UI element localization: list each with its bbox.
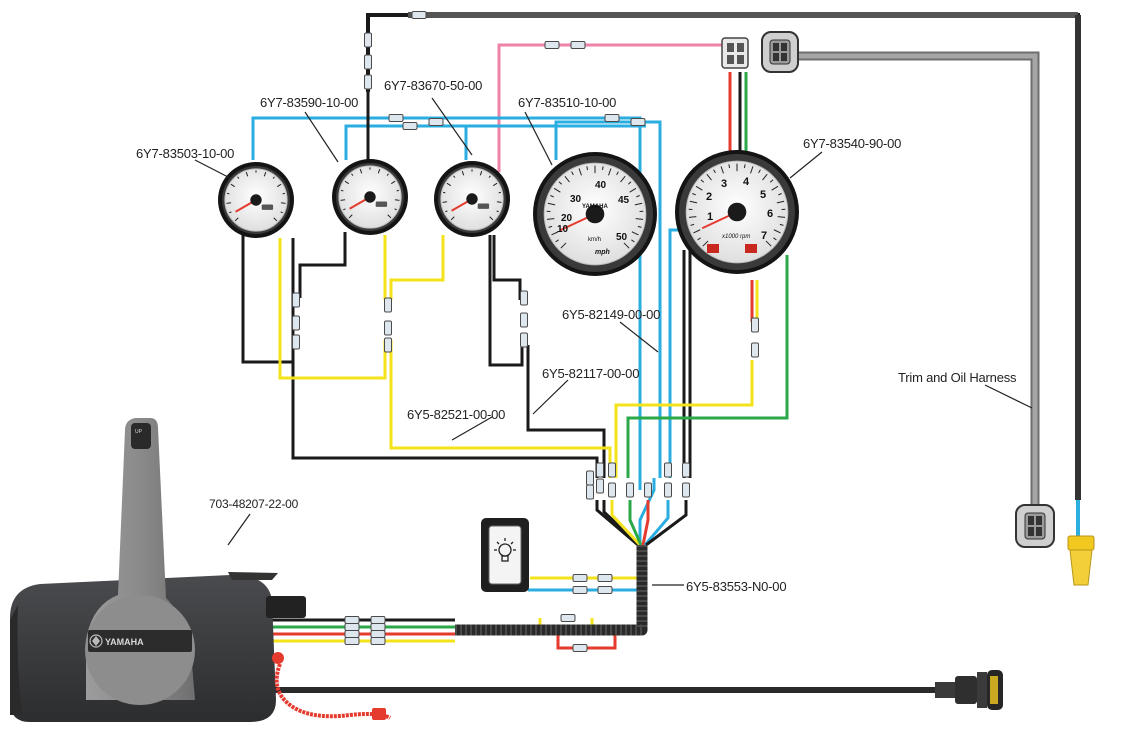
- inline-connector: [365, 33, 372, 47]
- inline-connector: [412, 12, 426, 19]
- speedo-brand: YAMAHA: [582, 204, 608, 210]
- label-oil-gauge: 6Y7-83590-10-00: [260, 95, 358, 110]
- inline-connector: [752, 318, 759, 332]
- speedo-unit-mph: mph: [595, 249, 610, 256]
- inline-connector: [597, 463, 604, 477]
- inline-connector: [293, 335, 300, 349]
- inline-connector: [371, 617, 385, 624]
- speedo-unit-kmh: km/h: [588, 237, 601, 243]
- inline-connector: [571, 42, 585, 49]
- four-pin-connector-top: [722, 38, 748, 68]
- tach-tick: 5: [760, 189, 766, 201]
- label-fuel-gauge: 6Y7-83503-10-00: [136, 146, 234, 161]
- label-harness-82521: 6Y5-82521-00-00: [407, 407, 505, 422]
- tach-unit: x1000 rpm: [721, 234, 750, 240]
- remote-wires: [270, 620, 455, 641]
- inline-connector: [587, 485, 594, 499]
- speedo-tick: 10: [557, 224, 569, 235]
- inline-connector: [345, 631, 359, 638]
- remote-lever: [85, 418, 195, 705]
- black-wire-top: [368, 15, 1078, 538]
- tach-tick: 7: [761, 230, 767, 242]
- inline-connector: [573, 587, 587, 594]
- inline-connector: [365, 75, 372, 89]
- inline-connector: [683, 463, 690, 477]
- inline-connector: [345, 617, 359, 624]
- remote-control: [10, 418, 390, 722]
- inline-connector: [521, 333, 528, 347]
- inline-connector: [752, 343, 759, 357]
- inline-connector: [521, 291, 528, 305]
- yellow-connector: [1068, 536, 1094, 585]
- inline-connector: [665, 483, 672, 497]
- label-speedometer: 6Y7-83510-10-00: [518, 95, 616, 110]
- remote-brand: YAMAHA: [105, 637, 144, 647]
- tach-tick: 6: [767, 208, 773, 220]
- inline-connector: [573, 645, 587, 652]
- inline-connector: [389, 115, 403, 122]
- inline-connector: [609, 463, 616, 477]
- inline-connector: [345, 624, 359, 631]
- speedo-tick: 20: [561, 213, 573, 224]
- tach-tick: 4: [743, 176, 750, 188]
- kill-switch-lanyard: [272, 652, 390, 720]
- engine-connector: [935, 670, 1003, 710]
- tach-tick: 1: [707, 211, 713, 223]
- label-main-harness: 6Y5-83553-N0-00: [686, 579, 786, 594]
- trim-gauge: [434, 161, 510, 237]
- lever-badge: UP: [135, 429, 143, 435]
- speedo-tick: 50: [616, 232, 628, 243]
- inline-connector: [403, 123, 417, 130]
- inline-connector: [631, 119, 645, 126]
- light-switch: [481, 518, 529, 592]
- label-trim-oil-harness: Trim and Oil Harness: [898, 370, 1016, 385]
- inline-connector: [345, 638, 359, 645]
- coupler-connector-top: [762, 32, 798, 72]
- inline-connector: [371, 638, 385, 645]
- inline-connector: [385, 298, 392, 312]
- inline-connector: [371, 624, 385, 631]
- inline-connector: [609, 483, 616, 497]
- label-harness-82149: 6Y5-82149-00-00: [562, 307, 660, 322]
- label-trim-gauge: 6Y7-83670-50-00: [384, 78, 482, 93]
- inline-connector: [293, 293, 300, 307]
- speedo-tick: 45: [618, 195, 630, 206]
- inline-connector: [545, 42, 559, 49]
- inline-connector: [293, 316, 300, 330]
- inline-connector: [521, 313, 528, 327]
- inline-connector: [385, 321, 392, 335]
- tach-tick: 2: [706, 191, 712, 203]
- label-tachometer: 6Y7-83540-90-00: [803, 136, 901, 151]
- inline-connector: [561, 615, 575, 622]
- inline-connector: [371, 631, 385, 638]
- fuel-gauge: [218, 162, 294, 238]
- speedometer: [533, 152, 657, 276]
- inline-connector: [587, 471, 594, 485]
- inline-connector: [385, 338, 392, 352]
- speedo-tick: 30: [570, 194, 582, 205]
- label-harness-82117: 6Y5-82117-00-00: [542, 366, 639, 381]
- coupler-connector-bottom: [1016, 505, 1054, 547]
- inline-connector: [597, 479, 604, 493]
- inline-connector: [429, 119, 443, 126]
- inline-connector: [605, 115, 619, 122]
- inline-connector: [627, 483, 634, 497]
- speedo-tick: 40: [595, 180, 607, 191]
- gray-wire-trim-oil: [798, 56, 1035, 505]
- inline-connector: [365, 55, 372, 69]
- inline-connector: [665, 463, 672, 477]
- inline-connector: [573, 575, 587, 582]
- inline-connector: [598, 587, 612, 594]
- inline-connector: [598, 575, 612, 582]
- oil-gauge: [332, 159, 408, 235]
- tach-tick: 3: [721, 178, 727, 190]
- label-remote-control: 703-48207-22-00: [209, 497, 298, 511]
- inline-connector: [645, 483, 652, 497]
- inline-connector: [683, 483, 690, 497]
- tachometer: [675, 150, 799, 274]
